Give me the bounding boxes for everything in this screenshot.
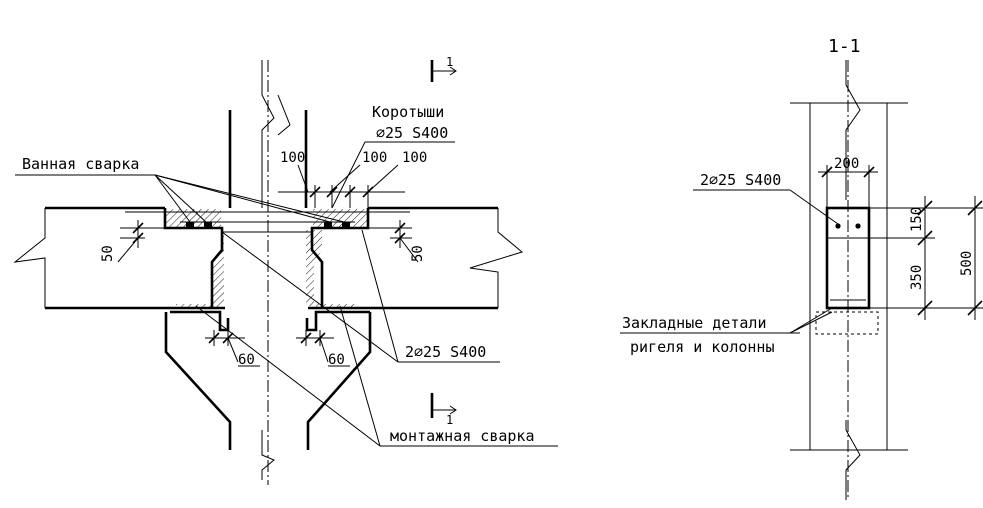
dim-60-left: 60 — [238, 352, 255, 368]
leader-korotyshi: Коротыши ∅25 S400 — [331, 103, 455, 209]
label-embedded-line1: Закладные детали — [622, 314, 767, 332]
dim-60-left-group: 60 — [205, 330, 260, 368]
label-korotyshi-spec: ∅25 S400 — [376, 124, 448, 142]
leader-main-bars: 2∅25 S400 — [221, 229, 500, 363]
weld-hatching — [166, 209, 367, 309]
top-dimensions: 100 100 100 — [278, 150, 427, 208]
dim-200: 200 — [834, 156, 859, 172]
section-embedded-plate — [815, 311, 879, 335]
section-marker-top: 1 — [430, 55, 457, 82]
main-elevation: 1 1 100 100 100 — [13, 55, 558, 485]
leader-embedded-parts: Закладные детали ригеля и колонны — [620, 307, 833, 356]
leader-mounting-welding: монтажная сварка — [195, 305, 558, 447]
section-bar-left — [835, 223, 841, 229]
section-beam — [825, 206, 871, 310]
dim-100-c: 100 — [402, 150, 427, 166]
dim-50-right: 50 — [410, 245, 426, 262]
dim-50-right-group: 50 — [368, 220, 426, 263]
dim-60-right: 60 — [328, 352, 345, 368]
dim-100-a: 100 — [280, 150, 305, 166]
leader-section-bars: 2∅25 S400 — [693, 171, 839, 225]
dim-500: 500 — [959, 251, 975, 276]
section-mark-top: 1 — [446, 55, 453, 69]
section-mark-bottom: 1 — [446, 413, 453, 427]
dim-100-b: 100 — [362, 150, 387, 166]
dim-150: 150 — [909, 207, 925, 232]
dim-50-left: 50 — [100, 245, 116, 262]
label-bath-welding: Ванная сварка — [22, 155, 139, 173]
column-lower — [164, 310, 372, 480]
dim-50-left-group: 50 — [100, 220, 165, 263]
section-1-1: 1-1 200 — [620, 36, 983, 500]
section-vertical-dims: 150 350 500 — [869, 196, 983, 320]
section-bar-right — [855, 223, 861, 229]
dim-200-group: 200 — [818, 156, 878, 208]
label-embedded-line2: ригеля и колонны — [630, 338, 775, 356]
section-title: 1-1 — [828, 36, 861, 57]
label-korotyshi: Коротыши — [372, 103, 444, 121]
dim-350: 350 — [909, 265, 925, 290]
section-marker-bottom: 1 — [430, 393, 457, 427]
label-mounting-welding: монтажная сварка — [390, 427, 535, 445]
leader-bath-welding: Ванная сварка — [15, 155, 345, 223]
dim-60-right-group: 60 — [296, 330, 350, 368]
label-main-bars: 2∅25 S400 — [405, 343, 486, 361]
label-section-bars: 2∅25 S400 — [700, 171, 781, 189]
